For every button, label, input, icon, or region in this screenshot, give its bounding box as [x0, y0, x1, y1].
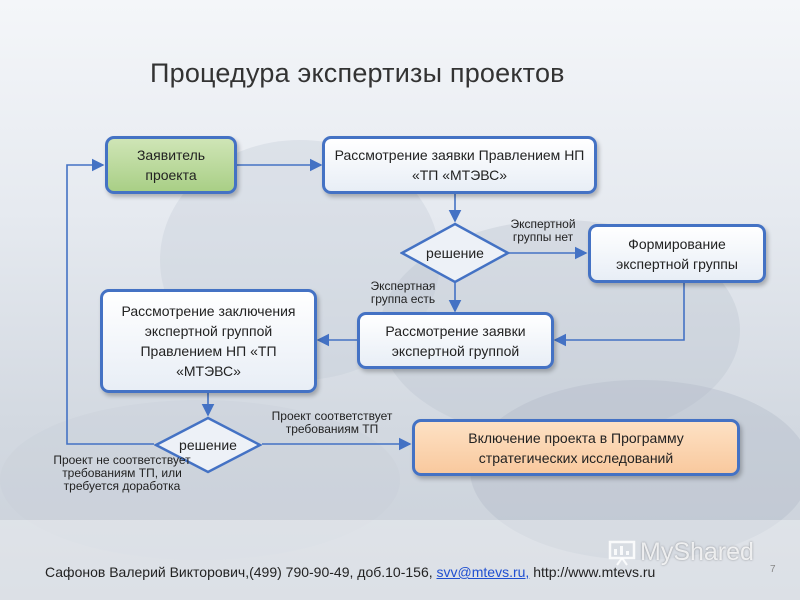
decision-1: решение	[400, 222, 510, 284]
slide-number: 7	[770, 564, 776, 575]
slide-title: Процедура экспертизы проектов	[150, 58, 565, 88]
footer-contact: Сафонов Валерий Викторович,(499) 790-90-…	[45, 564, 655, 580]
node-form-group-label: Формирование экспертной группы	[616, 235, 738, 272]
footer-contact-text: Сафонов Валерий Викторович,(499) 790-90-…	[45, 564, 433, 580]
watermark: MyShared	[608, 538, 754, 567]
edge-label-meets: Проект соответствует требованиям ТП	[271, 409, 393, 436]
node-review-conclusion-label: Рассмотрение заключения экспертной групп…	[121, 303, 296, 379]
footer-email-link[interactable]: svv@mtevs.ru,	[436, 564, 530, 580]
edge-label-no-group: Экспертной группы нет	[510, 217, 576, 244]
watermark-text: MyShared	[640, 538, 754, 566]
decision-1-label: решение	[426, 245, 484, 261]
node-include-program-label: Включение проекта в Программу стратегиче…	[468, 429, 684, 466]
node-review-group: Рассмотрение заявки экспертной группой	[357, 312, 554, 369]
decision-2: решение	[154, 416, 262, 474]
edge-label-not-meets: Проект не соответствует требованиям ТП, …	[53, 453, 191, 493]
node-review-board-label: Рассмотрение заявки Правлением НП «ТП «М…	[334, 147, 585, 183]
node-include-program: Включение проекта в Программу стратегиче…	[412, 419, 740, 476]
footer-url[interactable]: http://www.mtevs.ru	[533, 564, 656, 580]
node-form-group: Формирование экспертной группы	[588, 224, 766, 283]
decision-2-label: решение	[179, 437, 237, 453]
node-applicant: Заявитель проекта	[105, 136, 237, 194]
presentation-icon	[608, 540, 636, 566]
node-applicant-label: Заявитель проекта	[136, 147, 206, 183]
node-review-group-label: Рассмотрение заявки экспертной группой	[385, 322, 526, 359]
edge-label-group-exists: Экспертная группа есть	[370, 279, 436, 306]
node-review-board: Рассмотрение заявки Правлением НП «ТП «М…	[322, 136, 597, 194]
node-review-conclusion: Рассмотрение заключения экспертной групп…	[100, 289, 317, 393]
